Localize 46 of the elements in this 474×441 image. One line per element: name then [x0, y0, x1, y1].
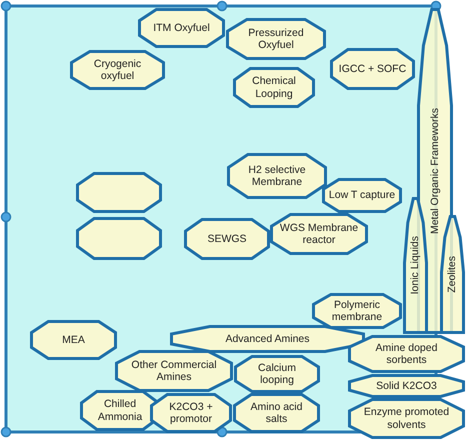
- octagon-node: [348, 335, 465, 373]
- octagon-node: [330, 48, 415, 90]
- node-label: Pressurized Oxyfuel: [247, 26, 305, 52]
- node-label: Metal Organic Frameworks: [428, 108, 442, 234]
- spindle-node: [440, 215, 465, 334]
- node-label: ITM Oxyfuel: [153, 22, 210, 34]
- node-label: H2 selective Membrane: [247, 164, 307, 188]
- octagon-node: [322, 178, 402, 213]
- octagon-node: [226, 18, 326, 60]
- octagon-node: [76, 172, 162, 213]
- spindle-node: [403, 197, 428, 334]
- node-label: Enzyme promoted solvents: [362, 406, 450, 431]
- octagon-node: [348, 398, 465, 439]
- octagon-node: [184, 218, 270, 260]
- node-label: Cryogenic oxyfuel: [92, 58, 142, 82]
- octagon-node: [30, 320, 117, 360]
- node-label: Chemical Looping: [251, 75, 297, 100]
- octagon-node: [150, 393, 232, 433]
- octagon-node: [233, 67, 315, 108]
- node-label: IGCC + SOFC: [338, 62, 406, 76]
- node-label: K2CO3 + promotor: [168, 400, 214, 426]
- node-label: WGS Membrane reactor: [278, 222, 360, 246]
- octagon-node: [70, 50, 165, 90]
- octagon-node: [270, 213, 368, 255]
- octagon-node: [115, 350, 233, 392]
- octagon-node: [312, 293, 402, 329]
- node-label: Amino acid salts: [250, 400, 304, 426]
- node-label: Amine doped sorbents: [374, 342, 438, 366]
- node-label: Zeolites: [446, 256, 459, 293]
- node-label: Calcium looping: [257, 362, 297, 386]
- octagon-node: [234, 355, 320, 393]
- node-label: Ionic Liquids: [409, 236, 422, 295]
- node-label: SEWGS: [207, 232, 247, 246]
- node-label: MEA: [62, 334, 85, 346]
- octagon-node: [76, 217, 162, 260]
- octagon-node: [170, 325, 365, 353]
- node-label: Polymeric membrane: [330, 298, 384, 324]
- octagon-node: [348, 374, 465, 398]
- octagon-node: [138, 8, 225, 48]
- node-label: Chilled Ammonia: [96, 398, 144, 423]
- octagon-node: [233, 393, 320, 433]
- node-label: Solid K2CO3: [376, 380, 437, 392]
- octagon-node: [227, 153, 327, 199]
- node-label: Low T capture: [328, 189, 396, 202]
- node-label: Other Commercial Amines: [130, 358, 218, 384]
- node-label: Advanced Amines: [225, 332, 310, 346]
